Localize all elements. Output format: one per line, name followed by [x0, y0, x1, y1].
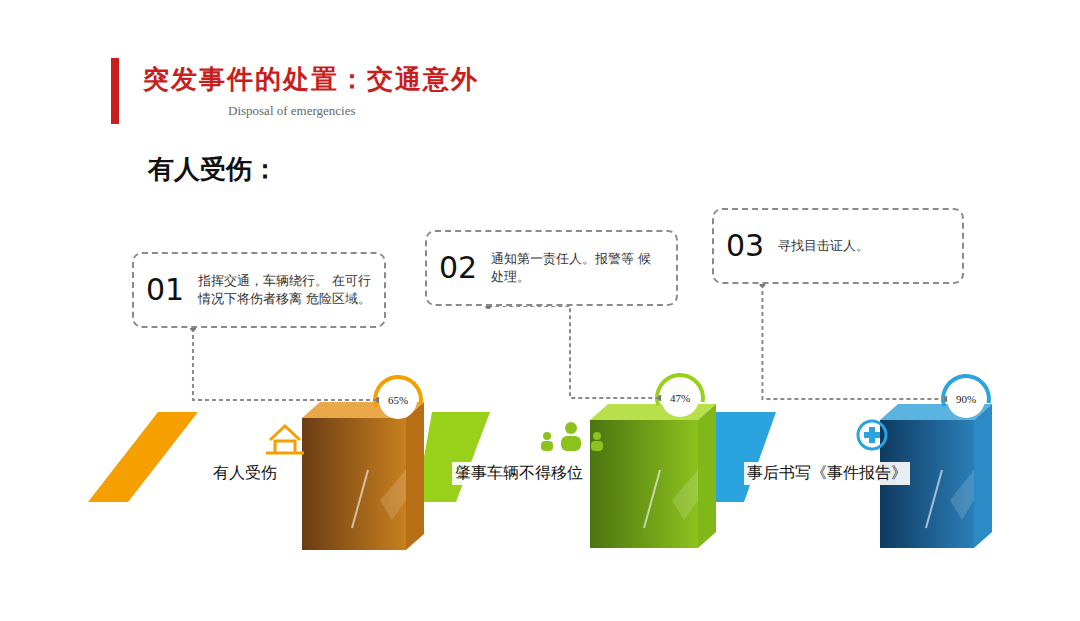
leader-line [193, 328, 379, 400]
percent-circle: 90% [947, 380, 985, 418]
title: 突发事件的处置：交通意外 [143, 62, 479, 97]
callout-number: 02 [439, 253, 477, 283]
percent-value: 90% [956, 393, 976, 405]
callout-text: 寻找目击证人。 [778, 237, 869, 255]
orange-band [88, 412, 198, 502]
orange-cube [302, 402, 424, 550]
leader-line [488, 306, 661, 398]
title-bar [111, 58, 119, 124]
leader-line [762, 284, 947, 399]
callout-number: 01 [146, 275, 184, 305]
callout-number: 03 [726, 231, 764, 261]
percent-value: 47% [670, 392, 690, 404]
cube-label: 有人受伤 [210, 462, 280, 485]
plus-icon [858, 421, 886, 449]
subtitle: Disposal of emergencies [228, 103, 356, 119]
percent-value: 65% [388, 394, 408, 406]
callout-box: 01 指挥交通，车辆绕行。 在可行情况下将伤者移离 危险区域。 [132, 252, 386, 328]
cube-label: 事后书写《事件报告》 [744, 462, 910, 485]
cube-label: 肇事车辆不得移位 [452, 462, 586, 485]
green-band [416, 412, 490, 502]
callout-box: 02 通知第一责任人。报警等 候处理。 [425, 230, 678, 306]
percent-circle: 47% [661, 379, 699, 417]
percent-circle: 65% [379, 381, 417, 419]
green-cube [590, 404, 716, 548]
callout-text: 通知第一责任人。报警等 候处理。 [491, 250, 664, 285]
section-heading: 有人受伤： [148, 152, 278, 187]
callout-text: 指挥交通，车辆绕行。 在可行情况下将伤者移离 危险区域。 [198, 272, 372, 307]
people-icon [541, 422, 603, 451]
house-icon [266, 426, 304, 453]
callout-box: 03 寻找目击证人。 [712, 208, 964, 284]
